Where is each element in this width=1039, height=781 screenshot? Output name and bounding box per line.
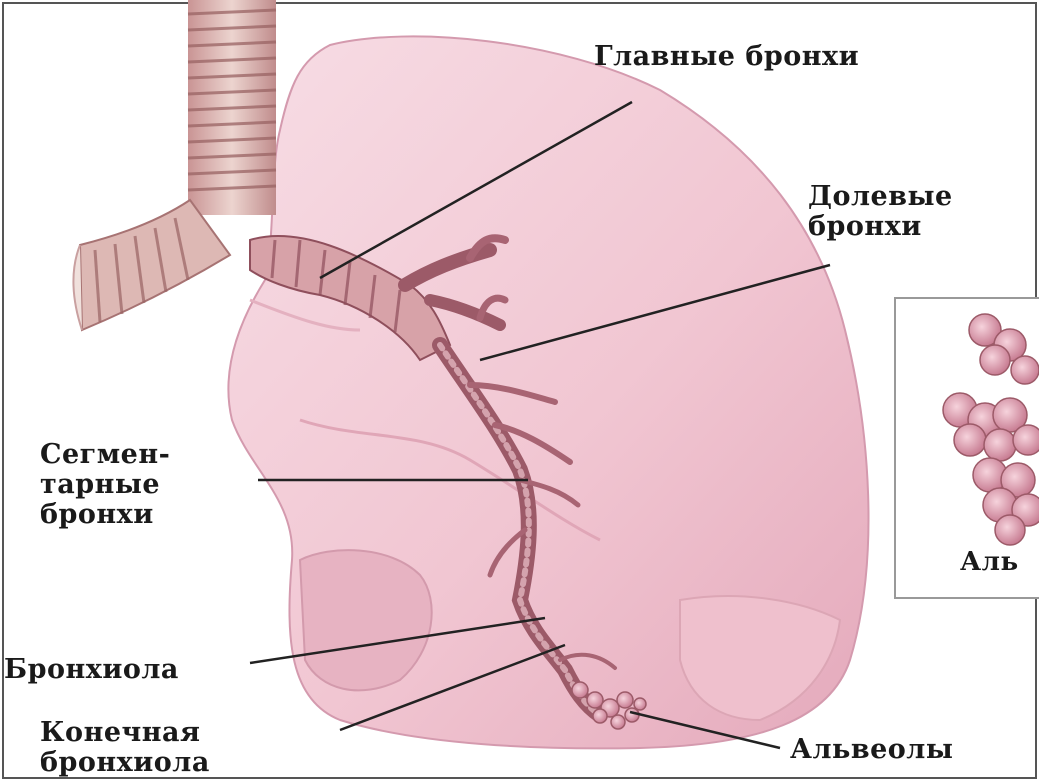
label-alveoli: Альвеолы [790, 735, 953, 765]
label-alveoli-text: Альвеолы [790, 735, 953, 765]
label-bronchiole-text: Бронхиола [4, 655, 179, 685]
label-terminal-bronchiole: Конечная бронхиола [40, 718, 210, 778]
label-segmental-line1: Сегмен- [40, 440, 170, 470]
label-terminal-line2: бронхиола [40, 748, 210, 778]
label-main-bronchi-text: Главные бронхи [594, 42, 859, 72]
label-terminal-line1: Конечная [40, 718, 210, 748]
label-lobar-bronchi: Долевые бронхи [808, 182, 953, 242]
label-lobar-bronchi-line1: Долевые [808, 182, 953, 212]
label-segmental-line2: тарные [40, 470, 170, 500]
label-inset-caption-text: Аль [960, 548, 1019, 577]
label-main-bronchi: Главные бронхи [594, 42, 859, 72]
label-segmental-line3: бронхи [40, 500, 170, 530]
label-inset-caption: Аль [960, 548, 1019, 577]
label-segmental-bronchi: Сегмен- тарные бронхи [40, 440, 170, 531]
label-bronchiole: Бронхиола [4, 655, 179, 685]
trachea [73, 0, 276, 330]
label-lobar-bronchi-line2: бронхи [808, 212, 953, 242]
